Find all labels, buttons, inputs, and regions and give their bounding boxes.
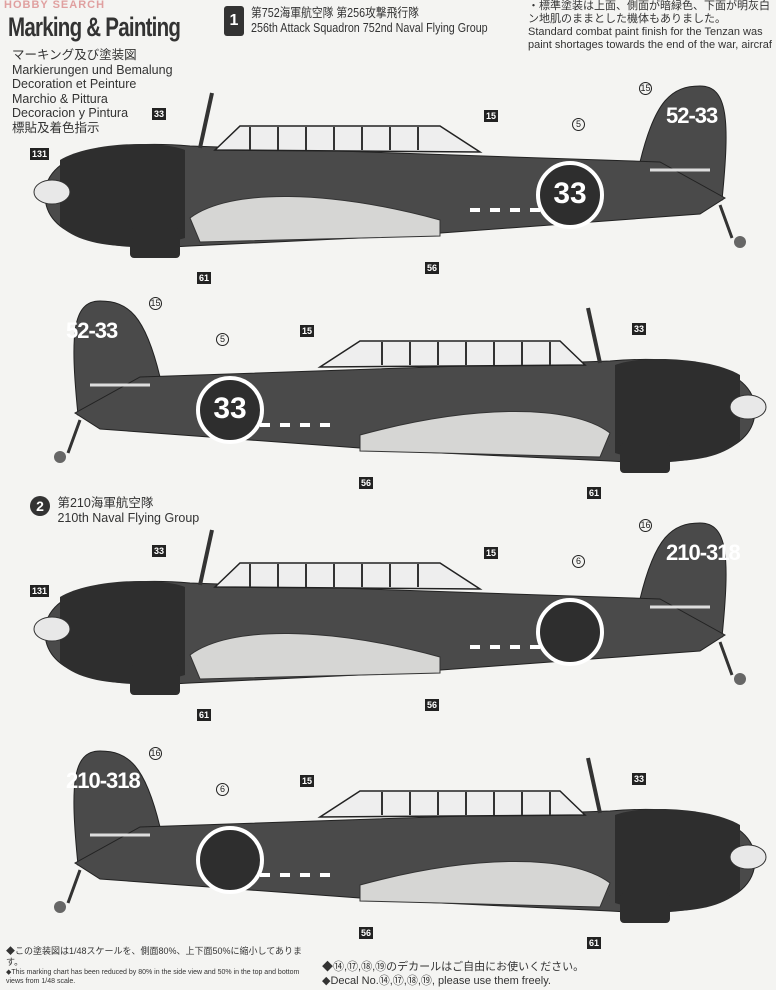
callout-decal: 56	[359, 477, 374, 489]
tail-wheel	[54, 901, 66, 913]
cowling	[615, 809, 740, 912]
note-jp-2: ン地肌のままとした機体もありました。	[528, 13, 726, 25]
callout-decal: 61	[587, 487, 602, 499]
decal-note-en: ◆Decal No.⑭,⑰,⑱,⑲, please use them freel…	[322, 975, 551, 987]
scale-note: ◆この塗装図は1/48スケールを、側面80%、上下面50%に縮小してあります。 …	[6, 946, 311, 986]
title-de: Markierungen und Bemalung	[12, 62, 173, 77]
hinomaru-roundel	[196, 826, 264, 894]
wing	[189, 632, 441, 680]
wing	[359, 410, 611, 458]
callout-decal: 56	[359, 927, 374, 939]
radiator	[620, 443, 670, 473]
title-jp: マーキング及び塗装図	[12, 48, 137, 62]
cowling	[615, 359, 740, 462]
scheme-number: 1	[224, 6, 244, 36]
roundel-number: 33	[213, 392, 247, 425]
callout-decal: 16	[149, 747, 162, 760]
callout-decal: 33	[632, 323, 647, 335]
title-es: Decoracion y Pintura	[12, 106, 129, 120]
tail-code: 52-33	[66, 318, 118, 343]
antenna-mast	[586, 307, 602, 364]
wing	[189, 195, 441, 243]
callout-decal: 61	[197, 272, 212, 284]
aircraft-side-view	[33, 522, 746, 695]
callout-decal: 15	[484, 110, 499, 122]
title-it: Marchio & Pittura	[12, 91, 108, 106]
callout-decal: 131	[30, 148, 50, 160]
scheme-1-en: 256th Attack Squadron 752nd Naval Flying…	[251, 21, 489, 35]
hinomaru-roundel	[196, 376, 264, 444]
canopy	[213, 562, 483, 590]
canopy	[317, 790, 587, 818]
antenna-mast	[586, 757, 602, 814]
tail-code: 210-318	[66, 768, 141, 793]
aircraft-side-view	[54, 750, 767, 923]
antenna-mast	[198, 529, 214, 586]
callout-decal: 15	[300, 325, 315, 337]
scheme-2-text: 第210海軍航空隊 210th Naval Flying Group	[57, 496, 199, 526]
radiator	[130, 665, 180, 695]
title-translations: マーキング及び塗装図 Markierungen und Bemalung Dec…	[12, 48, 173, 135]
callout-decal: 56	[425, 262, 440, 274]
hinomaru-roundel	[536, 161, 604, 229]
callout-decal: 15	[149, 297, 162, 310]
antenna-mast	[198, 92, 214, 149]
aircraft-side-view	[33, 85, 746, 258]
spinner	[729, 394, 767, 420]
callout-decal: 6	[216, 783, 229, 796]
spinner	[729, 844, 767, 870]
tail-wheel	[54, 451, 66, 463]
callout-decal: 131	[30, 585, 50, 597]
tail-code: 210-318	[666, 540, 741, 565]
scheme-1-header: 1 第752海軍航空隊 第256攻撃飛行隊 256th Attack Squad…	[224, 6, 527, 36]
radiator	[130, 228, 180, 258]
callout-decal: 56	[425, 699, 440, 711]
callout-decal: 5	[216, 333, 229, 346]
callout-decal: 61	[197, 709, 212, 721]
page-title: Marking & Painting	[8, 12, 181, 42]
tail-code: 52-33	[666, 103, 718, 128]
scale-note-en: ◆This marking chart has been reduced by …	[6, 969, 300, 985]
spinner	[33, 616, 71, 642]
scheme-1-text: 第752海軍航空隊 第256攻撃飛行隊 256th Attack Squadro…	[251, 6, 488, 36]
scale-note-jp: ◆この塗装図は1/48スケールを、側面80%、上下面50%に縮小してあります。	[6, 946, 303, 967]
canopy	[317, 340, 587, 368]
callout-decal: 15	[300, 775, 315, 787]
scheme-number: 2	[30, 496, 50, 516]
title-zh: 標貼及着色指示	[12, 120, 100, 135]
tail-wheel	[734, 236, 746, 248]
callout-decal: 33	[152, 108, 167, 120]
decal-note: ◆⑭,⑰,⑱,⑲のデカールはご自由にお使いください。 ◆Decal No.⑭,⑰…	[322, 960, 584, 988]
note-jp-1: ・標準塗装は上面、側面が暗緑色、下面が明灰白	[528, 0, 770, 12]
callout-decal: 6	[572, 555, 585, 568]
callout-decal: 33	[632, 773, 647, 785]
radiator	[620, 893, 670, 923]
aircraft-side-view	[54, 300, 767, 473]
hinomaru-roundel	[536, 598, 604, 666]
callout-decal: 33	[152, 545, 167, 557]
scheme-2-header: 2 第210海軍航空隊 210th Naval Flying Group	[30, 496, 199, 526]
callout-decal: 5	[572, 118, 585, 131]
wing	[359, 860, 611, 908]
spinner	[33, 179, 71, 205]
callout-decal: 16	[639, 519, 652, 532]
paint-note: ・標準塗装は上面、側面が暗緑色、下面が明灰白 ン地肌のままとした機体もありました…	[528, 0, 772, 52]
title-fr: Decoration et Peinture	[12, 77, 137, 91]
note-en-1: Standard combat paint finish for the Ten…	[528, 26, 763, 38]
cowling	[60, 144, 185, 247]
callout-decal: 15	[639, 82, 652, 95]
callout-decal: 15	[484, 547, 499, 559]
watermark: HOBBY SEARCH	[4, 0, 106, 11]
scheme-2-jp: 第210海軍航空隊	[57, 496, 154, 510]
cowling	[60, 581, 185, 684]
scheme-2-en: 210th Naval Flying Group	[57, 511, 200, 525]
decal-note-jp: ◆⑭,⑰,⑱,⑲のデカールはご自由にお使いください。	[322, 961, 585, 973]
canopy	[213, 125, 483, 153]
roundel-number: 33	[553, 177, 587, 210]
callout-decal: 61	[587, 937, 602, 949]
note-en-2: paint shortages towards the end of the w…	[528, 39, 772, 51]
tail-wheel	[734, 673, 746, 685]
scheme-1-jp: 第752海軍航空隊 第256攻撃飛行隊	[251, 6, 420, 20]
